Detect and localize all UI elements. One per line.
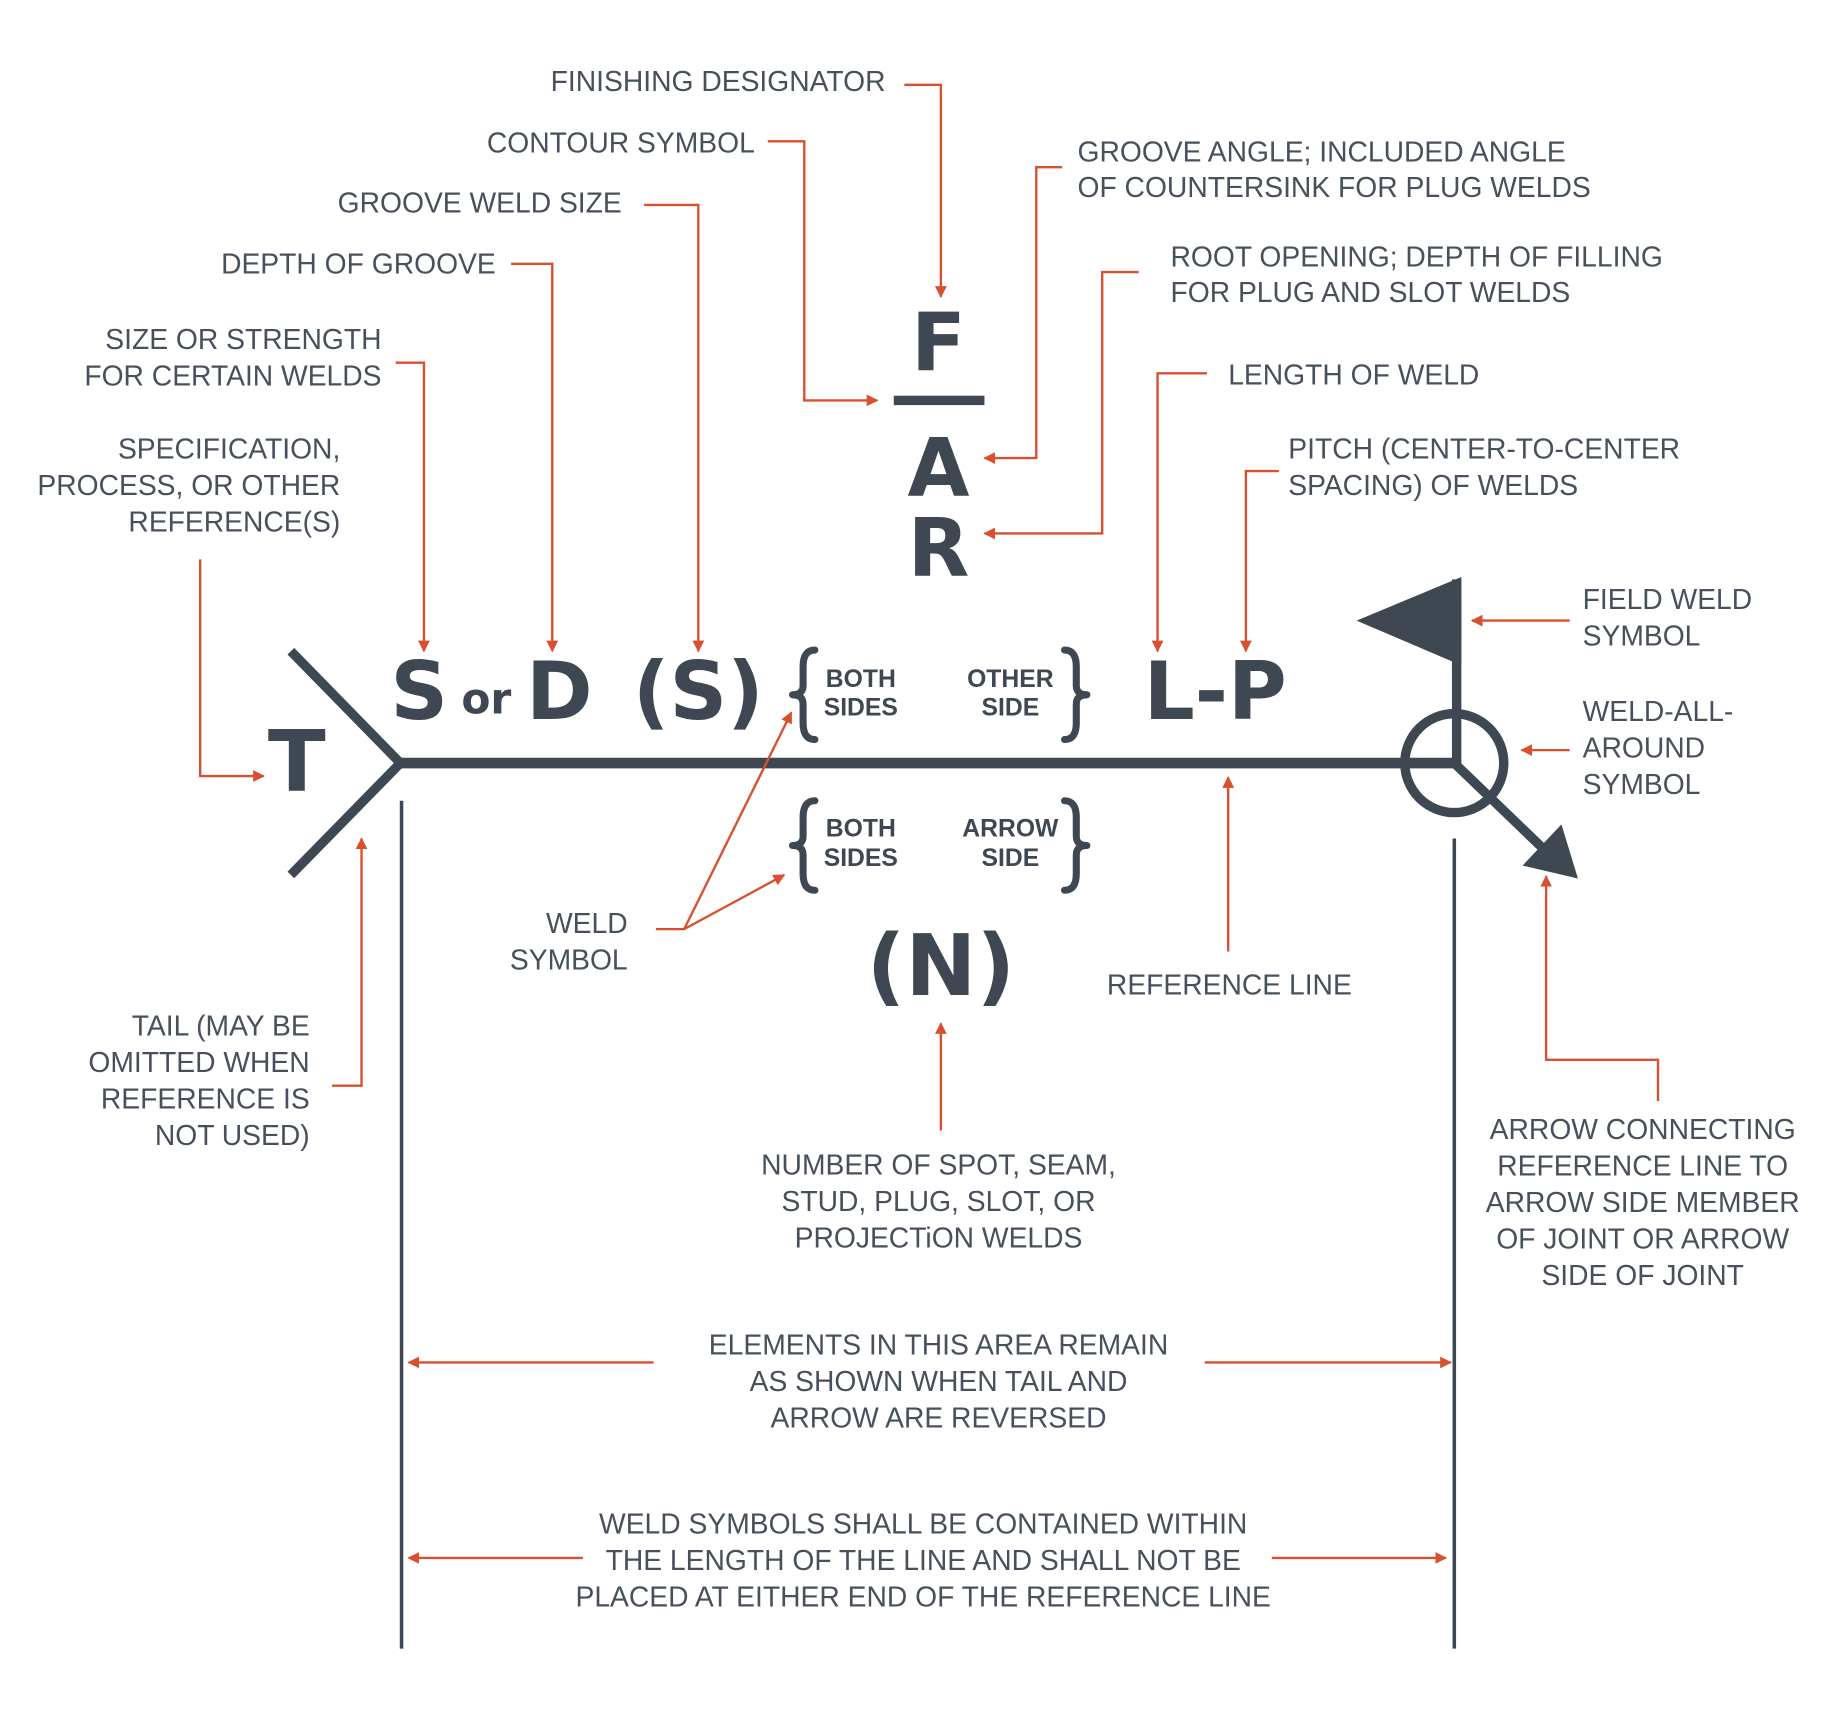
depth-letter: D: [526, 645, 592, 738]
field-weld-flag-icon: [1356, 577, 1462, 666]
label-weld-all-around: AROUND: [1583, 732, 1705, 764]
label-arrow: ARROW CONNECTING: [1490, 1113, 1796, 1145]
label-size-strength: FOR CERTAIN WELDS: [84, 359, 381, 391]
brace-left-bottom: [788, 797, 819, 894]
label-number-of-welds: PROJECTiON WELDS: [795, 1221, 1083, 1253]
arrowhead-icon: [1522, 824, 1578, 879]
arrow-shaft: [1451, 759, 1552, 858]
label-field-weld: FIELD WELD: [1583, 583, 1753, 615]
angle-letter: A: [908, 421, 970, 514]
or-text: or: [461, 674, 511, 723]
label-finishing-designator: FINISHING DESIGNATOR: [551, 65, 886, 97]
fraction-bar: [893, 395, 985, 406]
finish-letter: F: [911, 297, 966, 390]
other-side-2: SIDE: [981, 694, 1039, 721]
leader-lines: [199, 83, 1660, 1564]
label-arrow: OF JOINT OR ARROW: [1496, 1223, 1789, 1255]
label-groove-weld-size: GROOVE WELD SIZE: [338, 186, 622, 218]
label-weld-symbol: SYMBOL: [510, 944, 628, 976]
label-weld-symbol: WELD: [546, 907, 628, 939]
root-letter: R: [908, 501, 970, 594]
length-pitch-text: L-P: [1144, 645, 1287, 738]
both-sides-top-2: SIDES: [824, 694, 898, 721]
label-tail: TAIL (MAY BE: [132, 1010, 310, 1042]
label-contained: WELD SYMBOLS SHALL BE CONTAINED WITHIN: [599, 1508, 1247, 1540]
both-sides-top: BOTH: [826, 666, 896, 693]
label-elements-area: ARROW ARE REVERSED: [771, 1402, 1107, 1434]
label-depth-of-groove: DEPTH OF GROOVE: [221, 248, 496, 280]
arrow-side: ARROW: [962, 816, 1059, 843]
label-elements-area: AS SHOWN WHEN TAIL AND: [750, 1365, 1128, 1397]
label-specification: REFERENCE(S): [128, 506, 340, 538]
label-groove-angle: OF COUNTERSINK FOR PLUG WELDS: [1077, 171, 1590, 203]
label-root-opening: ROOT OPENING; DEPTH OF FILLING: [1170, 241, 1662, 273]
both-sides-bottom-2: SIDES: [824, 845, 898, 872]
label-contained: PLACED AT EITHER END OF THE REFERENCE LI…: [575, 1581, 1270, 1613]
label-weld-all-around: SYMBOL: [1583, 768, 1701, 800]
both-sides-bottom: BOTH: [826, 816, 896, 843]
groove-size-letter: (S): [633, 645, 764, 738]
label-length-of-weld: LENGTH OF WELD: [1228, 358, 1479, 390]
label-tail: OMITTED WHEN: [88, 1046, 309, 1078]
label-number-of-welds: NUMBER OF SPOT, SEAM,: [761, 1148, 1116, 1180]
brace-left-top: [788, 646, 819, 744]
label-tail: NOT USED): [155, 1119, 310, 1151]
label-elements-area: ELEMENTS IN THIS AREA REMAIN: [709, 1329, 1168, 1361]
brace-right-bottom: [1060, 797, 1091, 894]
label-pitch: SPACING) OF WELDS: [1288, 469, 1578, 501]
size-letter: S: [390, 645, 448, 738]
label-contour-symbol: CONTOUR SYMBOL: [487, 126, 755, 158]
label-arrow: SIDE OF JOINT: [1541, 1259, 1743, 1291]
brace-right-top: [1060, 646, 1091, 744]
label-weld-all-around: WELD-ALL-: [1583, 695, 1734, 727]
tail-letter: T: [268, 712, 326, 811]
label-reference-line: REFERENCE LINE: [1107, 968, 1352, 1000]
labels: FINISHING DESIGNATOR CONTOUR SYMBOL GROO…: [37, 65, 1799, 1613]
label-tail: REFERENCE IS: [101, 1083, 310, 1115]
label-arrow: REFERENCE LINE TO: [1497, 1150, 1788, 1182]
label-root-opening: FOR PLUG AND SLOT WELDS: [1170, 276, 1570, 308]
label-contained: THE LENGTH OF THE LINE AND SHALL NOT BE: [606, 1544, 1241, 1576]
label-specification: SPECIFICATION,: [118, 432, 340, 464]
label-groove-angle: GROOVE ANGLE; INCLUDED ANGLE: [1077, 136, 1565, 168]
tail-graphic: [287, 647, 407, 879]
label-size-strength: SIZE OR STRENGTH: [105, 323, 381, 355]
label-specification: PROCESS, OR OTHER: [37, 469, 340, 501]
label-number-of-welds: STUD, PLUG, SLOT, OR: [782, 1185, 1096, 1217]
label-field-weld: SYMBOL: [1583, 620, 1701, 652]
number-letter: (N): [867, 916, 1015, 1015]
label-arrow: ARROW SIDE MEMBER: [1486, 1186, 1800, 1218]
weld-symbol-graphic: T S or D (S) F A R L-P (N) BOTH SIDES OT…: [268, 297, 1578, 1649]
label-pitch: PITCH (CENTER-TO-CENTER: [1288, 432, 1680, 464]
arrow-side-2: SIDE: [981, 845, 1039, 872]
other-side: OTHER: [967, 666, 1054, 693]
